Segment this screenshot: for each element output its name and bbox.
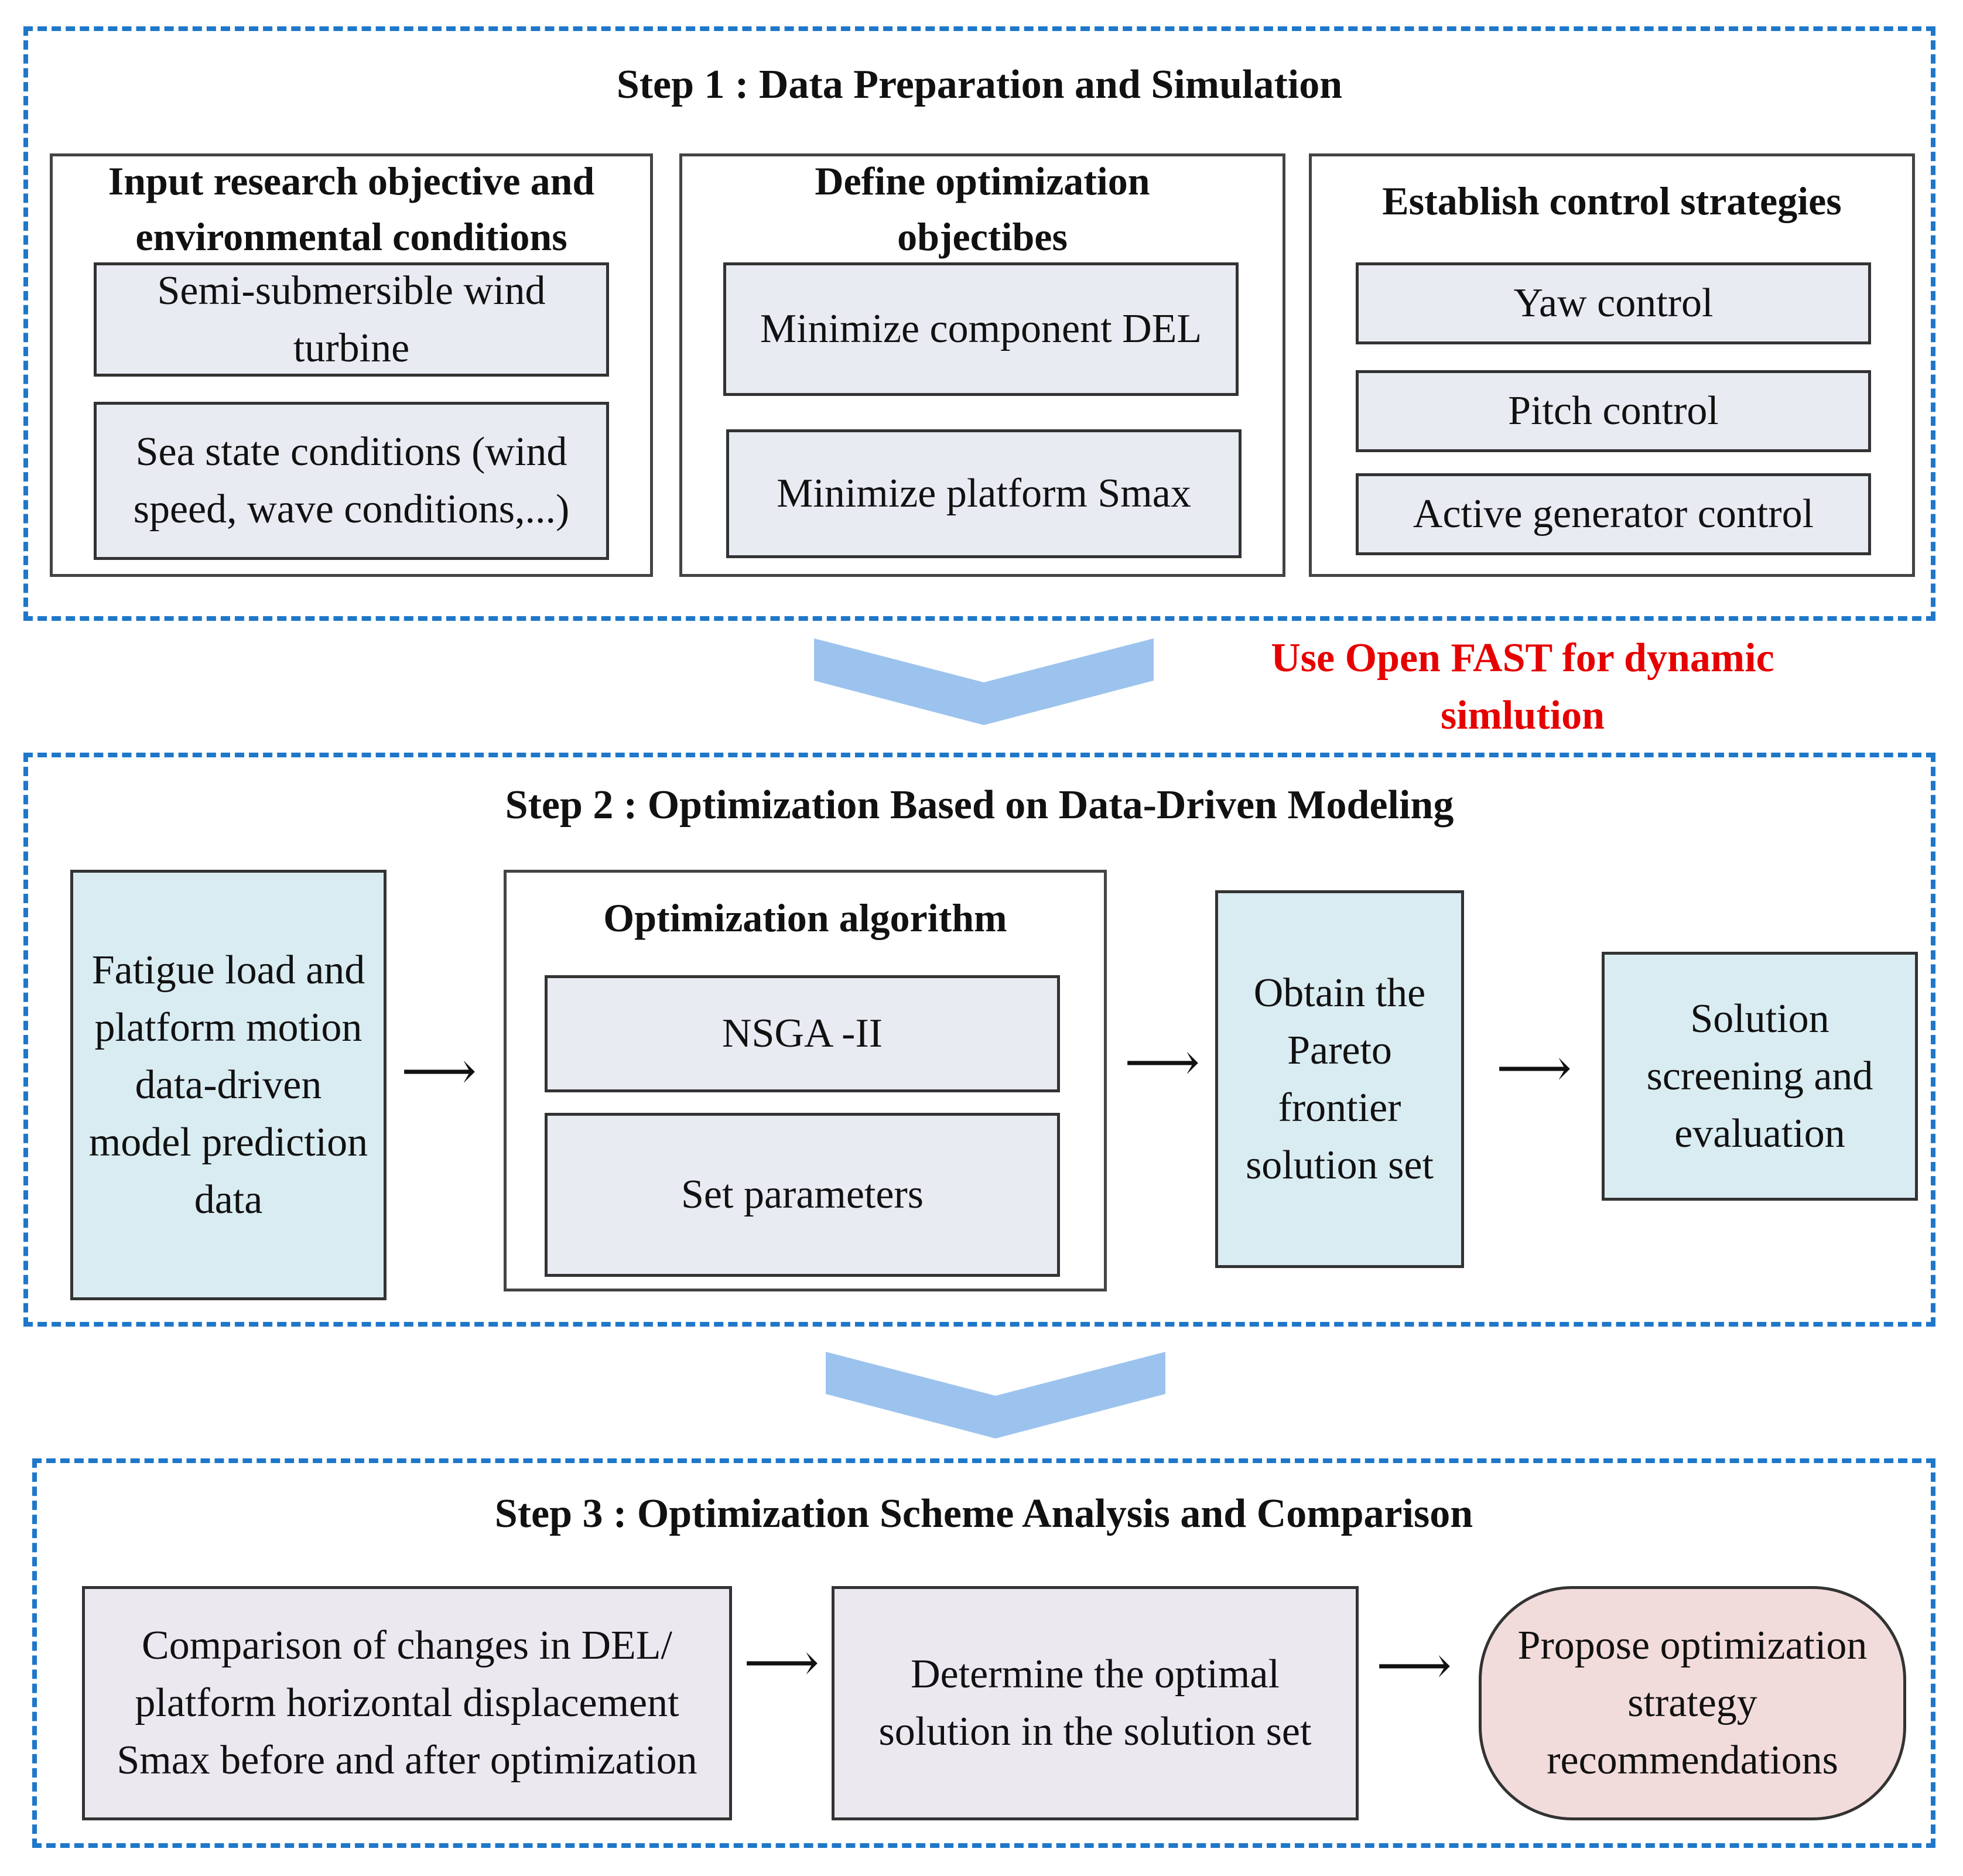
minimize-smax-box: Minimize platform Smax <box>726 429 1242 558</box>
arrow-right-icon: ⟶ <box>1124 1034 1201 1092</box>
minimize-del-box: Minimize component DEL <box>723 262 1239 396</box>
step1-container <box>23 26 1935 621</box>
step1-title: Step 1 : Data Preparation and Simulation <box>616 62 1343 107</box>
algorithm-group-title: Optimization algorithm <box>603 896 1007 940</box>
pitch-control-box: Pitch control <box>1356 370 1871 452</box>
arrow-right-icon: ⟶ <box>1496 1040 1572 1098</box>
step3-title: Step 3 : Optimization Scheme Analysis an… <box>494 1491 1473 1536</box>
nsga-ii-box: NSGA -II <box>545 975 1060 1092</box>
openfast-note: Use Open FAST for dynamic simlution <box>1271 635 1774 738</box>
arrow-right-icon: ⟶ <box>1376 1637 1452 1695</box>
objectives-group-title: Define optimization objectibes <box>815 159 1150 259</box>
step2-title: Step 2 : Optimization Based on Data-Driv… <box>505 782 1454 828</box>
pareto-box: Obtain the Pareto frontier solution set <box>1215 890 1464 1268</box>
prediction-data-box: Fatigue load and platform motion data-dr… <box>70 870 387 1300</box>
recommendations-box: Propose optimization strategy recommenda… <box>1479 1586 1906 1820</box>
yaw-control-box: Yaw control <box>1356 262 1871 344</box>
step3-container <box>32 1458 1935 1848</box>
determine-optimal-box: Determine the optimal solution in the so… <box>832 1586 1359 1820</box>
screening-box: Solution screening and evaluation <box>1602 952 1918 1201</box>
set-parameters-box: Set parameters <box>545 1113 1060 1277</box>
inputs-group-title: Input research objective and environment… <box>108 159 595 259</box>
down-chevron-icon-2 <box>826 1352 1165 1438</box>
wind-turbine-box: Semi-submersible wind turbine <box>94 262 609 377</box>
step2-container <box>23 753 1935 1327</box>
down-chevron-icon-1 <box>814 638 1154 725</box>
arrow-right-icon: ⟶ <box>401 1043 477 1101</box>
generator-control-box: Active generator control <box>1356 473 1871 555</box>
comparison-box: Comparison of changes in DEL/ platform h… <box>82 1586 732 1820</box>
control-group-title: Establish control strategies <box>1382 179 1842 223</box>
arrow-right-icon: ⟶ <box>744 1634 820 1692</box>
sea-state-box: Sea state conditions (wind speed, wave c… <box>94 402 609 560</box>
